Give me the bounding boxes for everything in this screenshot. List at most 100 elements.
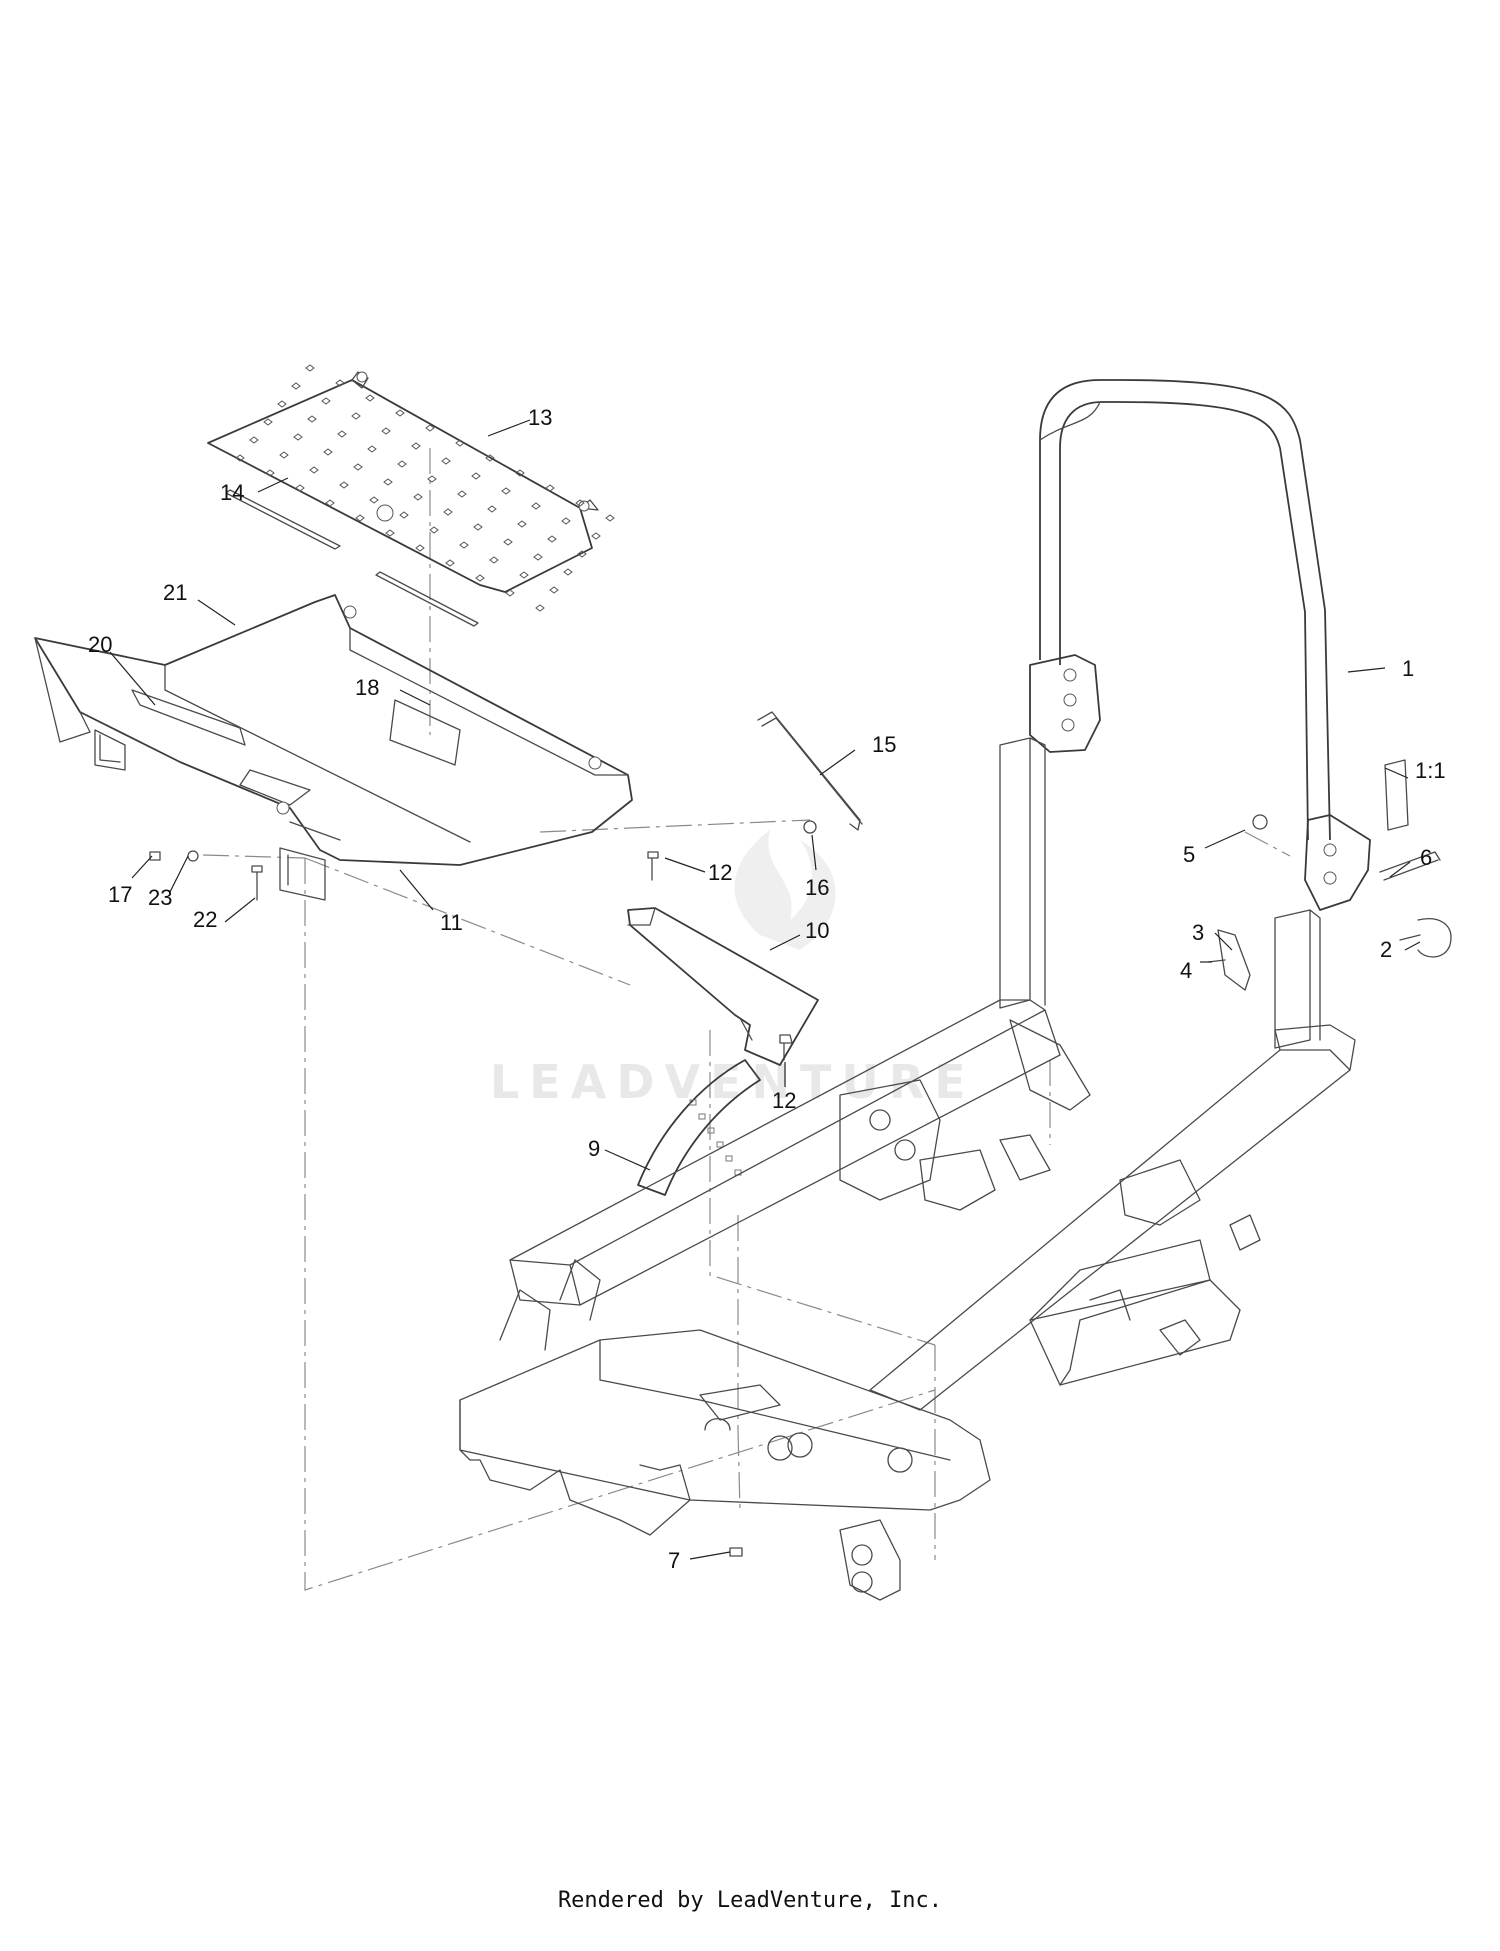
footer-credit: Rendered by LeadVenture, Inc. [557,1888,943,1913]
perforation-hole [533,553,543,561]
perforation-hole [321,397,331,405]
watermark-text: LEADVENTURE [490,1055,976,1109]
callout-1: 1 [1402,656,1414,681]
perforation-hole [355,514,365,522]
perforation-hole [411,442,421,450]
callout-12b: 12 [772,1088,796,1113]
perforation-hole [397,460,407,468]
perforation-hole [323,448,333,456]
strip-seal [225,489,479,627]
perforation-hole [475,574,485,582]
perforation-hole [369,496,379,504]
callout-15: 15 [872,732,896,757]
callout-labels: 1 1:1 2 3 4 5 6 7 9 10 11 12 12 13 14 15… [88,405,1446,1573]
perforation-hole [489,556,499,564]
perforation-hole [547,535,557,543]
perforation-hole [577,550,587,558]
perforation-hole [501,487,511,495]
perforation-hole [531,502,541,510]
perforation-hole [305,364,315,372]
perforation-hole [549,586,559,594]
perforation-hole [339,481,349,489]
hardware [149,820,817,1557]
bracket-slot [689,1099,697,1106]
perforation-hole [425,424,435,432]
callout-10: 10 [805,918,829,943]
perforation-hole [353,463,363,471]
clip-3 [1217,929,1251,991]
perforation-hole [427,475,437,483]
perforation-hole [473,523,483,531]
washer-23 [187,850,199,862]
callout-4: 4 [1180,958,1192,983]
perforation-hole [535,604,545,612]
mower-frame [459,737,1356,1601]
rops-hoop [1029,379,1409,911]
perforation-hole [335,379,345,387]
perforation-hole [429,526,439,534]
bolt-6 [1379,851,1441,881]
shield [627,907,819,1066]
rod [757,711,863,831]
perforation-hole [471,472,481,480]
perforation-hole [291,382,301,390]
leader-lines [109,419,1421,1560]
perforation-hole [293,433,303,441]
callout-14: 14 [220,480,244,505]
step-plate [207,364,615,612]
screw-22 [251,865,263,901]
callout-11: 11 [440,910,463,935]
perforation-hole [365,394,375,402]
perforation-hole [249,436,259,444]
perforation-hole [383,478,393,486]
bracket-slot [698,1113,706,1120]
bracket-slot [716,1141,724,1148]
perforation-hole [485,454,495,462]
perforation-hole [265,469,275,477]
perforation-hole [457,490,467,498]
perforation-hole [413,493,423,501]
perforation-hole [351,412,361,420]
perforation-hole [515,469,525,477]
callout-3: 3 [1192,920,1204,945]
perforation-hole [445,559,455,567]
callout-16: 16 [805,875,829,900]
perforation-hole [503,538,513,546]
perforation-hole [367,445,377,453]
callout-22: 22 [193,907,217,932]
perforation-hole [575,499,585,507]
callout-18: 18 [355,675,379,700]
perforation-hole [459,541,469,549]
callout-23: 23 [148,885,172,910]
perforation-hole [385,529,395,537]
perforation-hole [309,466,319,474]
callout-17: 17 [108,882,132,907]
perforation-hole [279,451,289,459]
callout-13: 13 [528,405,552,430]
perforation-hole [505,589,515,597]
callout-9: 9 [588,1136,600,1161]
perforation-holes [235,364,615,612]
perforation-hole [487,505,497,513]
perforation-hole [415,544,425,552]
perforation-hole [441,457,451,465]
perforation-hole [561,517,571,525]
bracket-slot [707,1127,715,1134]
perforation-hole [545,484,555,492]
floor-pan [34,594,633,901]
bolt-12a [647,851,659,881]
perforation-hole [307,415,317,423]
perforation-hole [337,430,347,438]
pin-2 [1399,918,1452,958]
perforation-hole [443,508,453,516]
perforation-hole [399,511,409,519]
phantom-lines [202,448,1291,1591]
perforation-hole [277,400,287,408]
perforation-hole [517,520,527,528]
perforation-hole [519,571,529,579]
perforation-hole [235,454,245,462]
nut-7 [729,1547,743,1557]
callout-5: 5 [1183,842,1195,867]
bracket-slot [725,1155,733,1162]
